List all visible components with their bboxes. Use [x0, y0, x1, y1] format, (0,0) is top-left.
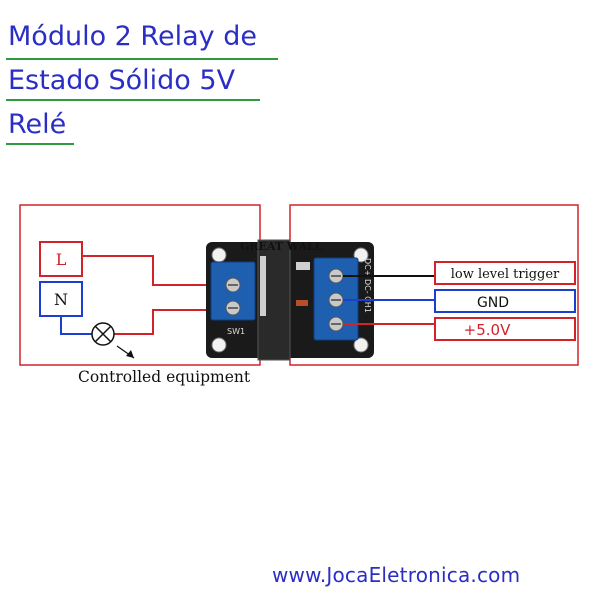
title-underline-2: [6, 99, 260, 101]
neutral-label: N: [54, 290, 68, 309]
title-underline-1: [6, 58, 278, 60]
trigger-label: low level trigger: [451, 267, 560, 282]
title-line-2: Estado Sólido 5V: [8, 65, 236, 96]
relay-board: GREAT WALL SW1 DC+ DC- CH1: [206, 239, 374, 361]
load-wire: [114, 309, 228, 335]
title-underline-3: [6, 143, 74, 145]
vcc-label: +5.0V: [464, 321, 511, 339]
neutral-wire: [60, 316, 92, 335]
title-line-3: Relé: [8, 109, 67, 140]
vcc-label-box: [434, 317, 576, 341]
title-line-1: Módulo 2 Relay de: [8, 21, 257, 52]
ground-label-box: [434, 289, 576, 313]
board-brand-label: GREAT WALL: [240, 240, 323, 253]
silk-right-label: DC+ DC- CH1: [363, 258, 372, 313]
trigger-label-box: [434, 261, 576, 285]
lamp-symbol: [91, 322, 135, 359]
ground-label: GND: [477, 295, 509, 311]
silk-left-label: SW1: [227, 327, 245, 336]
live-wire: [82, 255, 228, 286]
live-label: L: [56, 250, 67, 269]
controlled-equipment-label: Controlled equipment: [78, 368, 251, 386]
live-box: [39, 241, 83, 277]
website-link[interactable]: www.JocaEletronica.com: [272, 563, 521, 587]
